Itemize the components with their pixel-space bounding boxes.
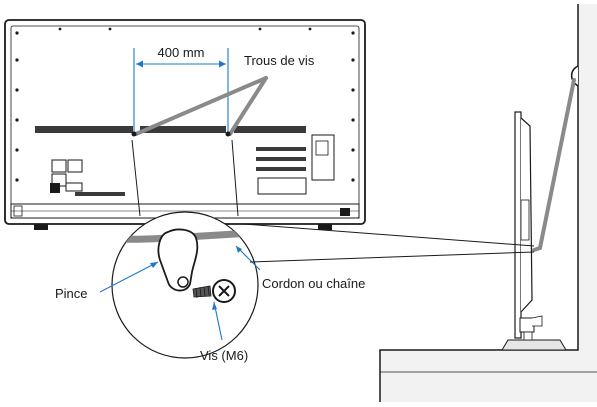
screw-hole-left <box>131 131 137 137</box>
dimension-label: 400 mm <box>158 45 205 60</box>
screw-hole-right <box>225 131 231 137</box>
tv-back-view <box>4 19 366 230</box>
screw-icon <box>192 279 236 303</box>
screw-holes-leaders <box>134 76 268 136</box>
screw-label: Vis (M6) <box>200 348 248 363</box>
side-cord <box>532 78 576 252</box>
clamp-label: Pince <box>55 286 88 301</box>
cord-label: Cordon ou chaîne <box>262 276 365 291</box>
magnifier-callout <box>111 139 259 359</box>
clamp-icon <box>157 228 199 292</box>
frame-screw-dots <box>15 27 355 182</box>
dimension-label-bg <box>148 44 214 61</box>
side-view <box>379 4 597 402</box>
tv-side-profile <box>501 111 567 351</box>
wall-outline <box>379 4 579 402</box>
label-leaders <box>99 245 261 341</box>
wall-fill <box>380 4 597 402</box>
mounting-hole-guides <box>133 48 229 136</box>
vent-strips <box>35 126 306 196</box>
screw-holes-label-bg <box>242 50 336 70</box>
connector-lines <box>243 223 535 263</box>
screw-holes-label: Trous de vis <box>244 53 315 68</box>
